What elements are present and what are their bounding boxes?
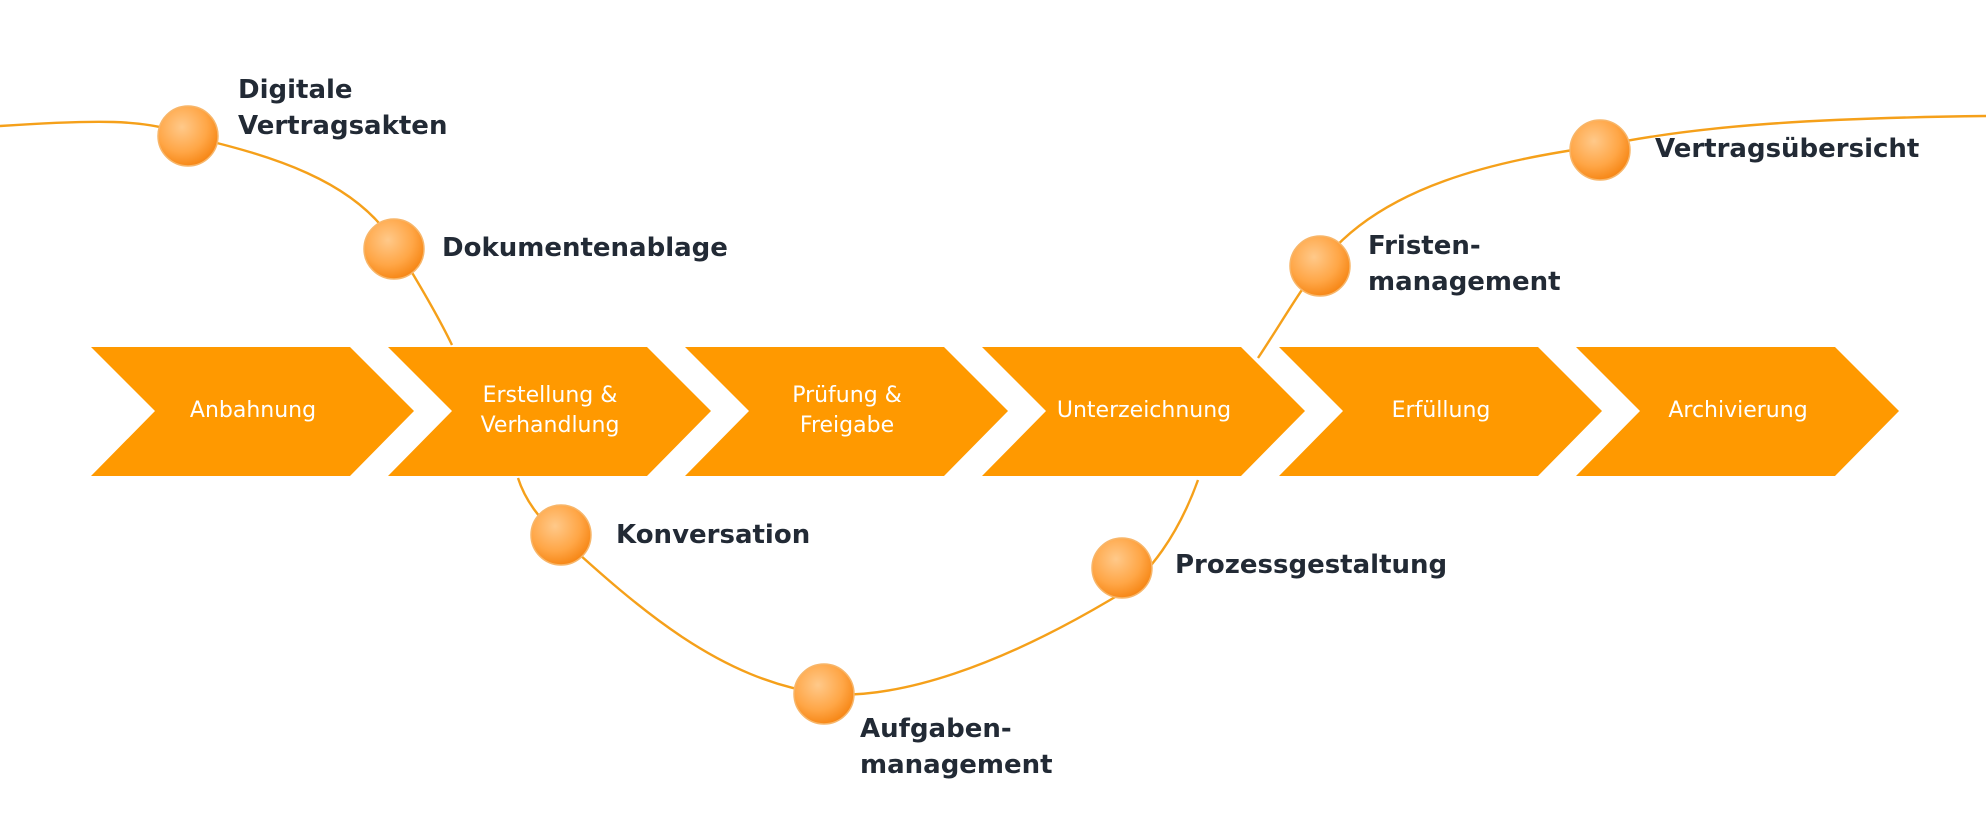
chevron-pruefung-freigabe [685,347,1008,476]
milestone-label-dokumentenablage: Dokumentenablage [442,233,728,263]
milestone-nodes [157,105,1631,725]
chevron-unterzeichnung [982,347,1305,476]
chevron-erstellung-verhandlung [388,347,711,476]
milestone-node-digitale-vertragsakten [157,105,219,167]
chevron-erfuellung [1279,347,1602,476]
chevron-archivierung [1576,347,1899,476]
step-label-archivierung: Archivierung [1668,398,1808,423]
chevron-anbahnung [91,347,414,476]
milestone-node-aufgabenmanagement [793,663,855,725]
step-label-erfuellung: Erfüllung [1391,398,1491,423]
milestone-label-fristenmanagement: Fristen- management [1368,231,1561,297]
milestone-label-konversation: Konversation [616,520,811,550]
milestone-label-vertragsuebersicht: Vertragsübersicht [1655,134,1920,164]
milestone-node-dokumentenablage [363,218,425,280]
step-label-unterzeichnung: Unterzeichnung [1056,398,1232,423]
milestone-label-prozessgestaltung: Prozessgestaltung [1175,550,1448,580]
process-chevrons [91,347,1899,476]
milestone-node-prozessgestaltung [1091,537,1153,599]
milestone-label-digitale-vertragsakten: Digitale Vertragsakten [238,75,448,141]
step-label-erstellung-verhandlung: Erstellung & Verhandlung [480,383,620,438]
milestone-node-fristenmanagement [1289,235,1351,297]
milestone-label-aufgabenmanagement: Aufgaben- management [860,714,1053,780]
step-label-anbahnung: Anbahnung [189,398,317,423]
milestone-node-konversation [530,504,592,566]
milestone-node-vertragsuebersicht [1569,119,1631,181]
curve-segment-bottom [516,477,1200,696]
curve-segment-top-left [0,120,454,346]
step-label-pruefung-freigabe: Prüfung & Freigabe [792,383,902,438]
